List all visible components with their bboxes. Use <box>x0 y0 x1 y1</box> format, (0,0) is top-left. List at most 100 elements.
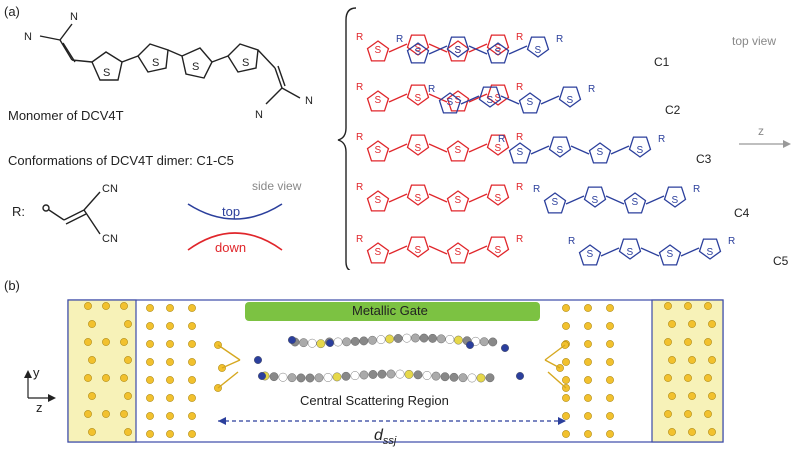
gold-atom <box>562 358 570 366</box>
gold-atom <box>120 410 128 418</box>
gold-atom <box>664 302 672 310</box>
svg-text:S: S <box>415 43 422 54</box>
svg-text:S: S <box>375 45 382 56</box>
svg-text:S: S <box>455 247 462 258</box>
panel-a-label: (a) <box>4 4 20 19</box>
svg-text:S: S <box>103 67 110 79</box>
molecule-atom <box>501 344 510 353</box>
gold-atom <box>146 394 154 402</box>
junction-diagram <box>24 299 724 443</box>
svg-text:S: S <box>535 45 542 56</box>
molecule-atom <box>287 373 297 383</box>
svg-text:R: R <box>396 34 403 45</box>
svg-text:S: S <box>567 95 574 106</box>
gold-atom <box>584 394 592 402</box>
gold-atom <box>668 392 676 400</box>
gold-atom <box>668 320 676 328</box>
gold-atom <box>688 392 696 400</box>
svg-text:R: R <box>516 132 523 143</box>
gold-atom <box>562 304 570 312</box>
svg-text:R: R <box>356 132 363 143</box>
molecule-atom <box>466 341 475 350</box>
molecule-atom <box>404 369 414 379</box>
conformer-label-c5: C5 <box>773 254 789 268</box>
gold-atom <box>708 356 716 364</box>
gold-atom <box>88 428 96 436</box>
dssj-main: d <box>374 427 383 444</box>
metallic-gate-label: Metallic Gate <box>352 303 428 318</box>
svg-text:S: S <box>455 95 462 106</box>
svg-text:S: S <box>192 61 199 73</box>
svg-text:R: R <box>556 34 563 45</box>
gold-atom <box>188 358 196 366</box>
gold-atom <box>584 322 592 330</box>
molecule-atom <box>476 373 486 383</box>
molecule-atom <box>376 335 386 345</box>
gold-atom <box>146 340 154 348</box>
gold-atom <box>606 430 614 438</box>
svg-text:S: S <box>415 143 422 154</box>
gold-atom <box>120 374 128 382</box>
gold-atom <box>684 410 692 418</box>
molecule-atom <box>436 334 446 344</box>
gold-atom <box>88 320 96 328</box>
gold-atom <box>684 302 692 310</box>
molecule-atom <box>316 339 326 349</box>
gold-atom <box>664 410 672 418</box>
gold-atom <box>664 338 672 346</box>
gold-atom <box>704 338 712 346</box>
top-curve <box>187 203 283 220</box>
svg-text:R: R <box>356 234 363 245</box>
svg-text:S: S <box>152 57 159 69</box>
molecule-atom <box>342 337 351 347</box>
gold-atom <box>166 340 174 348</box>
svg-text:S: S <box>415 93 422 104</box>
molecule-atom <box>314 373 324 383</box>
gold-atom <box>562 412 570 420</box>
svg-text:S: S <box>552 197 559 208</box>
svg-text:R: R <box>516 82 523 93</box>
gold-atom <box>708 392 716 400</box>
top-label: top <box>222 204 241 219</box>
gold-atom <box>708 320 716 328</box>
gold-atom <box>166 394 174 402</box>
svg-text:S: S <box>375 95 382 106</box>
gold-atom <box>606 304 614 312</box>
dssj-label: dssj <box>374 427 396 447</box>
molecule-atom <box>326 339 335 348</box>
gold-atom <box>166 358 174 366</box>
molecule-atom <box>305 373 315 383</box>
svg-text:CN: CN <box>102 183 118 195</box>
svg-text:S: S <box>375 145 382 156</box>
gold-atom <box>166 376 174 384</box>
gold-atom <box>124 392 132 400</box>
molecule-atom <box>485 373 495 383</box>
gold-atom <box>188 322 196 330</box>
gold-atom <box>584 412 592 420</box>
molecule-atom <box>296 373 306 383</box>
molecule-atom <box>269 372 279 382</box>
gold-atom <box>688 320 696 328</box>
molecule-atom <box>458 373 468 383</box>
metallic-gate <box>245 302 540 321</box>
gold-atom <box>688 428 696 436</box>
molecule-atom <box>350 337 360 346</box>
svg-text:R: R <box>356 182 363 193</box>
svg-text:S: S <box>455 195 462 206</box>
molecule-atom <box>386 369 396 379</box>
gold-atom <box>584 340 592 348</box>
gold-atom <box>102 410 110 418</box>
gold-atom <box>562 394 570 402</box>
down-label: down <box>215 240 247 255</box>
gold-atom <box>188 412 196 420</box>
gold-atom <box>166 430 174 438</box>
molecule-atom <box>402 333 412 343</box>
side-view-curves <box>187 203 283 251</box>
